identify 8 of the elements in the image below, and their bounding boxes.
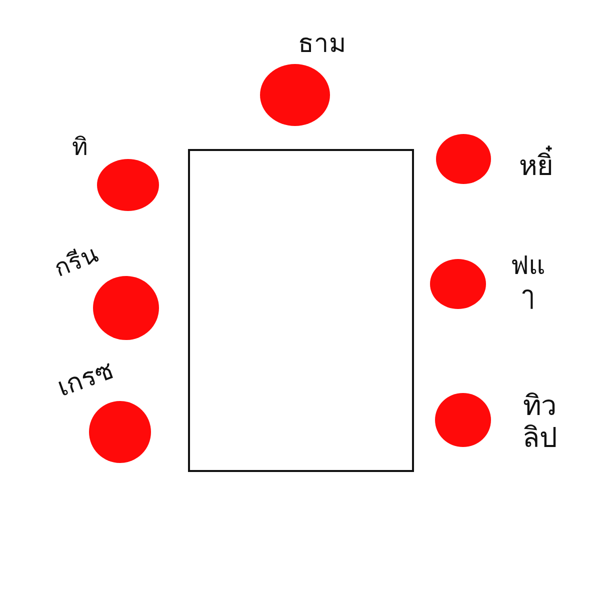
name-label: ทิวลิป <box>522 390 558 454</box>
name-label: ทิ <box>72 134 88 162</box>
name-label: ธาม <box>298 30 346 60</box>
name-label: กรีน <box>50 240 102 284</box>
seat-circle <box>436 134 491 184</box>
table-rectangle <box>188 149 414 472</box>
name-label: เกรซ <box>54 356 118 404</box>
name-label: ฟแๅ <box>510 252 546 312</box>
